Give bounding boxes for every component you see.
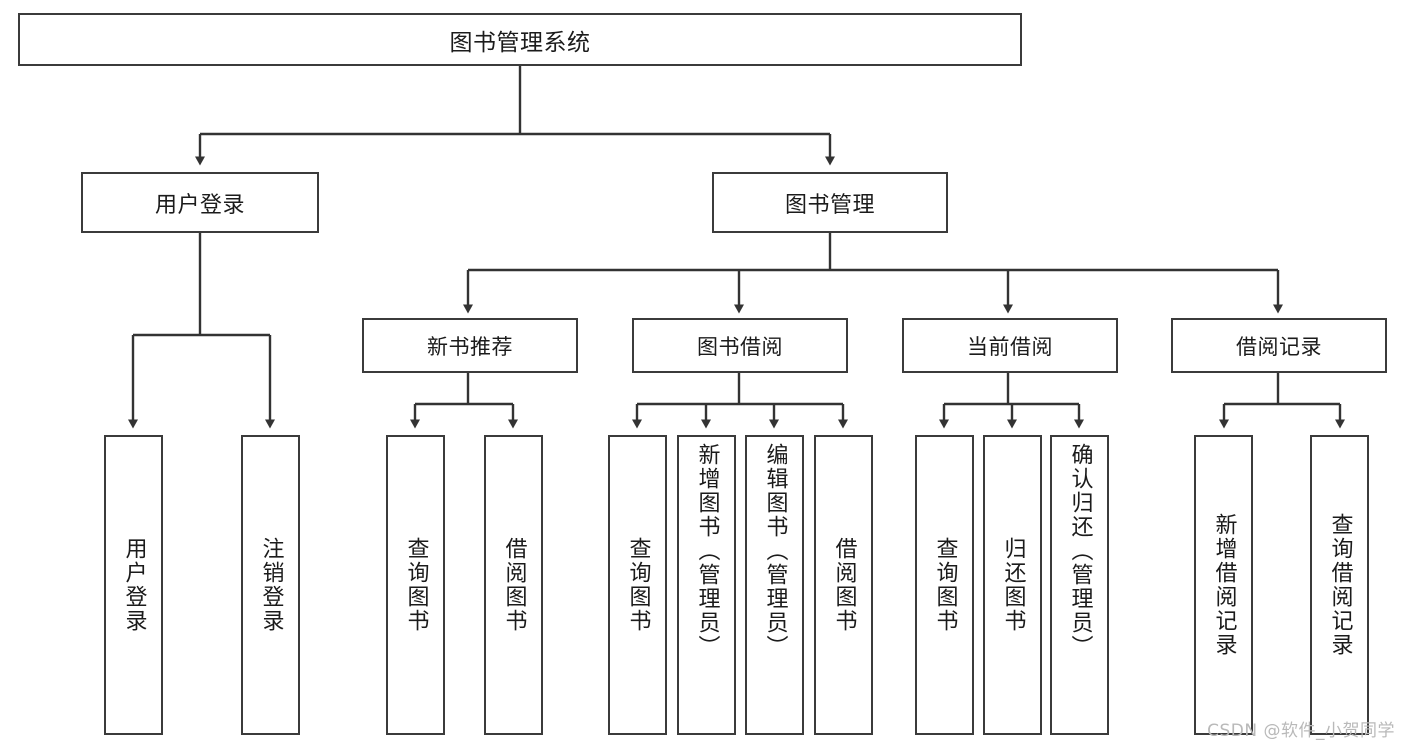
node-book-borrow[interactable]: 图书借阅: [632, 318, 848, 373]
node-leaf-edit-book[interactable]: 编辑图书（管理员）: [745, 435, 804, 735]
node-leaf-borrow-book-1[interactable]: 借阅图书: [484, 435, 543, 735]
node-leaf-user-login[interactable]: 用户登录: [104, 435, 163, 735]
watermark-text: CSDN @软件_小贺同学: [1207, 721, 1395, 741]
node-new-book-rec-label: 新书推荐: [427, 334, 513, 359]
node-current-borrow-label: 当前借阅: [967, 334, 1053, 359]
node-leaf-return-book[interactable]: 归还图书: [983, 435, 1042, 735]
node-book-manage[interactable]: 图书管理: [712, 172, 948, 233]
node-leaf-user-login-label: 用户登录: [121, 537, 147, 633]
node-leaf-logout-login[interactable]: 注销登录: [241, 435, 300, 735]
node-leaf-edit-book-label: 编辑图书（管理员）: [762, 443, 788, 659]
node-leaf-query-book-1[interactable]: 查询图书: [386, 435, 445, 735]
node-leaf-add-record-label: 新增借阅记录: [1211, 513, 1237, 657]
node-leaf-return-book-label: 归还图书: [1000, 537, 1026, 633]
node-leaf-logout-login-label: 注销登录: [258, 537, 284, 633]
node-root-system[interactable]: 图书管理系统: [18, 13, 1022, 66]
node-book-borrow-label: 图书借阅: [697, 334, 783, 359]
node-user-login[interactable]: 用户登录: [81, 172, 319, 233]
node-user-login-label: 用户登录: [154, 192, 245, 218]
node-leaf-borrow-book-1-label: 借阅图书: [501, 537, 527, 633]
node-leaf-confirm-return[interactable]: 确认归还（管理员）: [1050, 435, 1109, 735]
node-borrow-record[interactable]: 借阅记录: [1171, 318, 1387, 373]
node-leaf-confirm-return-label: 确认归还（管理员）: [1067, 443, 1093, 659]
node-leaf-borrow-book-2[interactable]: 借阅图书: [814, 435, 873, 735]
node-leaf-query-book-2[interactable]: 查询图书: [608, 435, 667, 735]
node-leaf-query-book-3[interactable]: 查询图书: [915, 435, 974, 735]
node-leaf-query-book-3-label: 查询图书: [932, 537, 958, 633]
node-current-borrow[interactable]: 当前借阅: [902, 318, 1118, 373]
node-leaf-query-record[interactable]: 查询借阅记录: [1310, 435, 1369, 735]
node-leaf-query-book-2-label: 查询图书: [625, 537, 651, 633]
node-leaf-add-record[interactable]: 新增借阅记录: [1194, 435, 1253, 735]
node-leaf-add-book[interactable]: 新增图书（管理员）: [677, 435, 736, 735]
node-borrow-record-label: 借阅记录: [1236, 334, 1322, 359]
node-book-manage-label: 图书管理: [784, 192, 875, 218]
node-new-book-rec[interactable]: 新书推荐: [362, 318, 578, 373]
node-leaf-query-record-label: 查询借阅记录: [1327, 513, 1353, 657]
node-leaf-add-book-label: 新增图书（管理员）: [694, 443, 720, 659]
node-root-system-label: 图书管理系统: [449, 29, 591, 56]
node-leaf-borrow-book-2-label: 借阅图书: [831, 537, 857, 633]
node-leaf-query-book-1-label: 查询图书: [403, 537, 429, 633]
